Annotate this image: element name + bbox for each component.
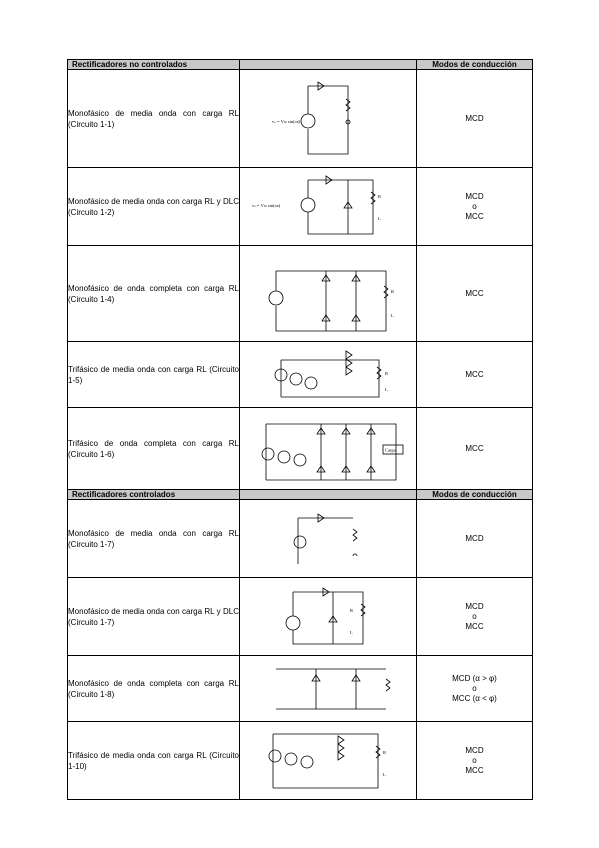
svg-text:R: R bbox=[391, 289, 394, 294]
modes-header: Modos de conducción bbox=[416, 489, 533, 500]
table-row: Monofásico de onda completa con carga RL… bbox=[67, 245, 533, 342]
circuit-diagram-1-7 bbox=[239, 499, 417, 578]
rectifier-description: Monofásico de media onda con carga RL y … bbox=[67, 577, 240, 656]
table-row: Monofásico de media onda con carga RL y … bbox=[67, 167, 533, 246]
section-title: Rectificadores no controlados bbox=[67, 59, 240, 70]
table-row: Trifásico de media onda con carga RL (Ci… bbox=[67, 341, 533, 408]
source-label: vₛ = Vₘ sin(ωt) bbox=[252, 203, 281, 208]
conduction-mode: MCD o MCC bbox=[416, 721, 533, 800]
circuit-diagram-1-6: Carga bbox=[239, 407, 417, 490]
rectifier-description: Trifásico de onda completa con carga RL … bbox=[67, 407, 240, 490]
rectifier-description: Trifásico de media onda con carga RL (Ci… bbox=[67, 341, 240, 408]
circuit-diagram-1-8 bbox=[239, 655, 417, 722]
svg-text:L: L bbox=[383, 772, 386, 777]
conduction-mode: MCD bbox=[416, 69, 533, 168]
rectifier-description: Trifásico de media onda con carga RL (Ci… bbox=[67, 721, 240, 800]
rectifier-description: Monofásico de onda completa con carga RL… bbox=[67, 245, 240, 342]
circuit-diagram-1-4: R L bbox=[239, 245, 417, 342]
modes-header: Modos de conducción bbox=[416, 59, 533, 70]
svg-text:R: R bbox=[383, 750, 386, 755]
conduction-mode: MCC bbox=[416, 341, 533, 408]
section-header-controlled: Rectificadores controlados Modos de cond… bbox=[67, 489, 533, 500]
circuit-diagram-1-10: R L bbox=[239, 721, 417, 800]
svg-text:L: L bbox=[378, 216, 381, 221]
section-header-uncontrolled: Rectificadores no controlados Modos de c… bbox=[67, 59, 533, 70]
svg-text:L: L bbox=[350, 630, 353, 635]
conduction-mode: MCD (α > φ) o MCC (α < φ) bbox=[416, 655, 533, 722]
circuit-diagram-1-1: vₛ = Vₘ sin(ωt) bbox=[239, 69, 417, 168]
conduction-mode: MCD bbox=[416, 499, 533, 578]
svg-text:L: L bbox=[391, 313, 394, 318]
table-row: Monofásico de onda completa con carga RL… bbox=[67, 655, 533, 722]
rectifier-description: Monofásico de media onda con carga RL y … bbox=[67, 167, 240, 246]
conduction-mode: MCD o MCC bbox=[416, 167, 533, 246]
svg-text:R: R bbox=[350, 608, 353, 613]
section-title: Rectificadores controlados bbox=[67, 489, 240, 500]
svg-text:R: R bbox=[385, 371, 388, 376]
table-row: Monofásico de media onda con carga RL (C… bbox=[67, 499, 533, 578]
circuit-diagram-1-7-dlc: R L bbox=[239, 577, 417, 656]
svg-text:L: L bbox=[385, 387, 388, 392]
load-label: Carga bbox=[385, 447, 396, 452]
source-label: vₛ = Vₘ sin(ωt) bbox=[272, 119, 301, 124]
table-row: Trifásico de onda completa con carga RL … bbox=[67, 407, 533, 490]
conduction-mode: MCD o MCC bbox=[416, 577, 533, 656]
table-row: Trifásico de media onda con carga RL (Ci… bbox=[67, 721, 533, 800]
table-row: Monofásico de media onda con carga RL y … bbox=[67, 577, 533, 656]
rectifier-description: Monofásico de onda completa con carga RL… bbox=[67, 655, 240, 722]
table-row: Monofásico de media onda con carga RL (C… bbox=[67, 69, 533, 168]
circuit-diagram-1-5: R L bbox=[239, 341, 417, 408]
conduction-mode: MCC bbox=[416, 245, 533, 342]
svg-text:R: R bbox=[378, 194, 381, 199]
rectifier-table: Rectificadores no controlados Modos de c… bbox=[67, 59, 533, 800]
conduction-mode: MCC bbox=[416, 407, 533, 490]
rectifier-description: Monofásico de media onda con carga RL (C… bbox=[67, 499, 240, 578]
rectifier-description: Monofásico de media onda con carga RL (C… bbox=[67, 69, 240, 168]
circuit-diagram-1-2: vₛ = Vₘ sin(ωt) R L bbox=[239, 167, 417, 246]
